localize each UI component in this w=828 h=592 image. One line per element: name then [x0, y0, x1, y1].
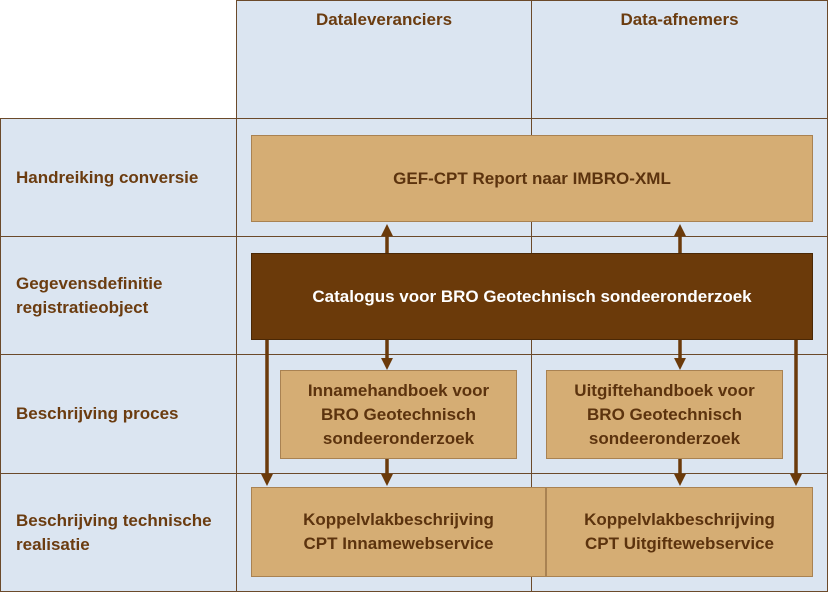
header-cell-consumers [531, 0, 828, 119]
intake-handbook-box: Innamehandboek voor BRO Geotechnisch son… [280, 370, 517, 459]
intake-handbook-text: Innamehandboek voor BRO Geotechnisch son… [307, 380, 490, 448]
label-cell-process [0, 354, 237, 474]
output-handbook-box: Uitgiftehandboek voor BRO Geotechnisch s… [546, 370, 783, 459]
row-label-process-text: Beschrijving proces [16, 404, 179, 423]
row-label-process: Beschrijving proces [16, 354, 231, 474]
catalogue-text: Catalogus voor BRO Geotechnisch sondeero… [312, 286, 752, 306]
row-label-data-definition: Gegevensdefinitie registratieobject [16, 236, 231, 355]
row-label-conversion-text: Handreiking conversie [16, 167, 199, 187]
intake-interface-box: Koppelvlakbeschrijving CPT Innamewebserv… [251, 487, 546, 577]
label-cell-technical [0, 473, 237, 592]
catalogue-box: Catalogus voor BRO Geotechnisch sondeero… [251, 253, 813, 340]
column-header-suppliers: Dataleveranciers [315, 10, 453, 29]
output-handbook-text: Uitgiftehandboek voor BRO Geotechnisch s… [574, 380, 755, 448]
row-label-conversion: Handreiking conversie [16, 118, 231, 237]
header-cell-suppliers [236, 0, 532, 119]
output-interface-text: Koppelvlakbeschrijving CPT Uitgiftewebse… [584, 510, 775, 553]
gef-report-box: GEF-CPT Report naar IMBRO-XML [251, 135, 813, 222]
column-header-consumers: Data-afnemers [620, 10, 739, 29]
gef-report-text: GEF-CPT Report naar IMBRO-XML [393, 168, 671, 188]
row-label-technical: Beschrijving technische realisatie [16, 473, 231, 592]
row-label-data-definition-text: Gegevensdefinitie registratieobject [16, 273, 163, 317]
row-label-technical-text: Beschrijving technische realisatie [16, 510, 212, 554]
intake-interface-text: Koppelvlakbeschrijving CPT Innamewebserv… [303, 510, 494, 553]
output-interface-box: Koppelvlakbeschrijving CPT Uitgiftewebse… [546, 487, 813, 577]
label-cell-data-definition [0, 236, 237, 355]
